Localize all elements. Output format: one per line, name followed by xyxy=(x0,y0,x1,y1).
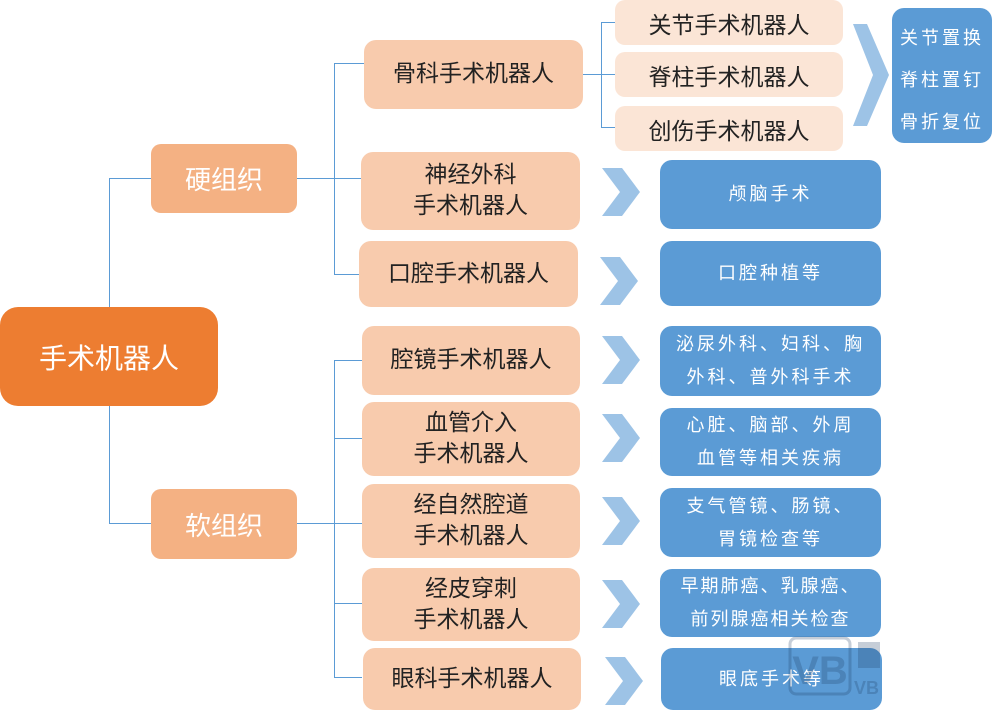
connector-soft-natural xyxy=(334,523,362,524)
category-hard-tissue: 硬组织 xyxy=(151,144,297,213)
robot-label-line: 手术机器人 xyxy=(413,193,528,219)
robot-percutaneous: 经皮穿刺 手术机器人 xyxy=(362,568,580,641)
robot-orthopedic: 骨科手术机器人 xyxy=(364,40,583,109)
robot-oral: 口腔手术机器人 xyxy=(359,241,578,307)
connector-hard-v xyxy=(334,63,335,274)
connector-soft-percutaneous xyxy=(334,603,362,604)
application-line: 泌尿外科、妇科、胸 xyxy=(676,334,865,355)
chevron-right-icon-natural xyxy=(602,497,640,545)
application-neuro: 颅脑手术 xyxy=(660,160,881,229)
connector-hard-ortho xyxy=(334,63,365,64)
connector-soft-vascular xyxy=(334,438,362,439)
application-line: 脊柱置钉 xyxy=(900,70,984,91)
connector-ortho-joint xyxy=(601,22,615,23)
category-label: 硬组织 xyxy=(184,166,263,196)
subtype-joint: 关节手术机器人 xyxy=(615,0,843,45)
application-line: 口腔种植等 xyxy=(718,263,823,284)
chevron-right-icon-ortho xyxy=(853,24,889,126)
robot-natural-orifice: 经自然腔道 手术机器人 xyxy=(362,484,580,558)
robot-ophthalmic: 眼科手术机器人 xyxy=(363,648,581,710)
application-line: 颅脑手术 xyxy=(728,184,813,205)
application-line: 关节置换 xyxy=(900,28,984,49)
subtype-spine: 脊柱手术机器人 xyxy=(615,52,843,97)
application-line: 支气管镜、肠镜、 xyxy=(686,495,855,517)
connector-root-soft-h xyxy=(109,523,151,524)
robot-label-line: 经自然腔道 xyxy=(413,492,529,518)
connector-root-soft xyxy=(109,405,110,523)
application-line: 骨折复位 xyxy=(900,112,984,133)
category-label: 软组织 xyxy=(184,511,263,542)
connector-soft-v xyxy=(334,360,335,677)
application-line: 胃镜检查等 xyxy=(718,528,823,550)
application-line: 外科、普外科手术 xyxy=(686,367,855,388)
chevron-right-icon-neuro xyxy=(602,168,640,216)
connector-ortho-trauma xyxy=(601,127,615,128)
robot-label: 腔镜手术机器人 xyxy=(390,347,552,373)
application-natural: 支气管镜、肠镜、 胃镜检查等 xyxy=(660,488,881,557)
chevron-right-icon-laparoscopic xyxy=(602,336,640,384)
subtype-trauma: 创伤手术机器人 xyxy=(615,106,843,151)
chevron-right-icon-percutaneous xyxy=(602,580,640,628)
subtype-label: 关节手术机器人 xyxy=(648,12,810,39)
connector-root-hard xyxy=(109,178,110,308)
root-node: 手术机器人 xyxy=(0,307,218,406)
application-oral: 口腔种植等 xyxy=(660,241,881,306)
robot-label: 眼科手术机器人 xyxy=(391,665,553,692)
robot-label-line: 手术机器人 xyxy=(413,523,529,549)
robot-neurosurgery: 神经外科 手术机器人 xyxy=(361,152,580,230)
application-line: 前列腺癌相关检查 xyxy=(690,609,851,630)
application-line: 血管等相关疾病 xyxy=(697,448,844,469)
connector-soft-h xyxy=(297,523,335,524)
category-soft-tissue: 软组织 xyxy=(151,489,297,559)
application-percutaneous: 早期肺癌、乳腺癌、 前列腺癌相关检查 xyxy=(660,569,881,637)
application-ortho: 关节置换 脊柱置钉 骨折复位 等 xyxy=(892,8,992,143)
chevron-right-icon-oral xyxy=(600,257,638,305)
robot-laparoscopic: 腔镜手术机器人 xyxy=(362,326,580,395)
connector-hard-oral xyxy=(334,274,360,275)
application-line: 早期肺癌、乳腺癌、 xyxy=(680,576,861,597)
robot-label-line: 手术机器人 xyxy=(413,606,529,633)
application-line: 心脏、脑部、外周 xyxy=(686,415,855,436)
application-eye: 眼底手术等 xyxy=(661,648,882,710)
root-label: 手术机器人 xyxy=(38,341,179,375)
chevron-right-icon-vascular xyxy=(602,414,640,462)
robot-label-line: 手术机器人 xyxy=(413,441,529,467)
connector-soft-lap xyxy=(334,360,362,361)
robot-label-line: 经皮穿刺 xyxy=(425,575,517,602)
connector-soft-eye xyxy=(334,677,362,678)
application-line: 眼底手术等 xyxy=(719,668,824,690)
chevron-right-icon-eye xyxy=(605,657,643,705)
robot-vascular: 血管介入 手术机器人 xyxy=(362,402,580,476)
connector-hard-neuro xyxy=(334,178,362,179)
application-vascular: 心脏、脑部、外周 血管等相关疾病 xyxy=(660,408,881,476)
connector-ortho-v xyxy=(601,22,602,127)
connector-hard-h xyxy=(297,178,335,179)
robot-label-line: 血管介入 xyxy=(425,410,517,436)
application-laparoscopic: 泌尿外科、妇科、胸 外科、普外科手术 xyxy=(660,326,881,396)
robot-label: 口腔手术机器人 xyxy=(388,260,549,287)
subtype-label: 创伤手术机器人 xyxy=(648,118,810,145)
subtype-label: 脊柱手术机器人 xyxy=(648,64,810,91)
robot-label: 骨科手术机器人 xyxy=(393,61,554,87)
connector-root-hard-h xyxy=(109,178,151,179)
robot-label-line: 神经外科 xyxy=(424,162,517,188)
connector-ortho-h xyxy=(583,74,615,75)
